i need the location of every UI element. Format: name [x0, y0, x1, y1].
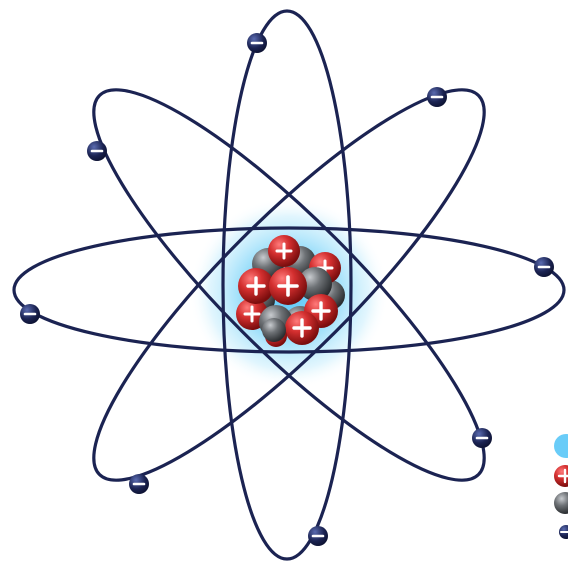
electron-icon: [534, 257, 554, 277]
legend: [554, 434, 568, 539]
electron-icon: [247, 33, 267, 53]
proton: [268, 235, 300, 267]
electron-icon: [427, 87, 447, 107]
electron-icon: [472, 428, 492, 448]
neutron-icon: [554, 492, 568, 514]
neutron: [262, 318, 286, 342]
electron-icon: [559, 525, 568, 539]
electron-icon: [87, 141, 107, 161]
electron-icon: [308, 526, 328, 546]
proton-icon: [554, 465, 568, 487]
glow-swatch-icon: [554, 434, 568, 458]
proton: [285, 311, 319, 345]
proton: [269, 267, 307, 305]
electron-icon: [129, 474, 149, 494]
electron-icon: [20, 304, 40, 324]
proton: [238, 268, 274, 304]
